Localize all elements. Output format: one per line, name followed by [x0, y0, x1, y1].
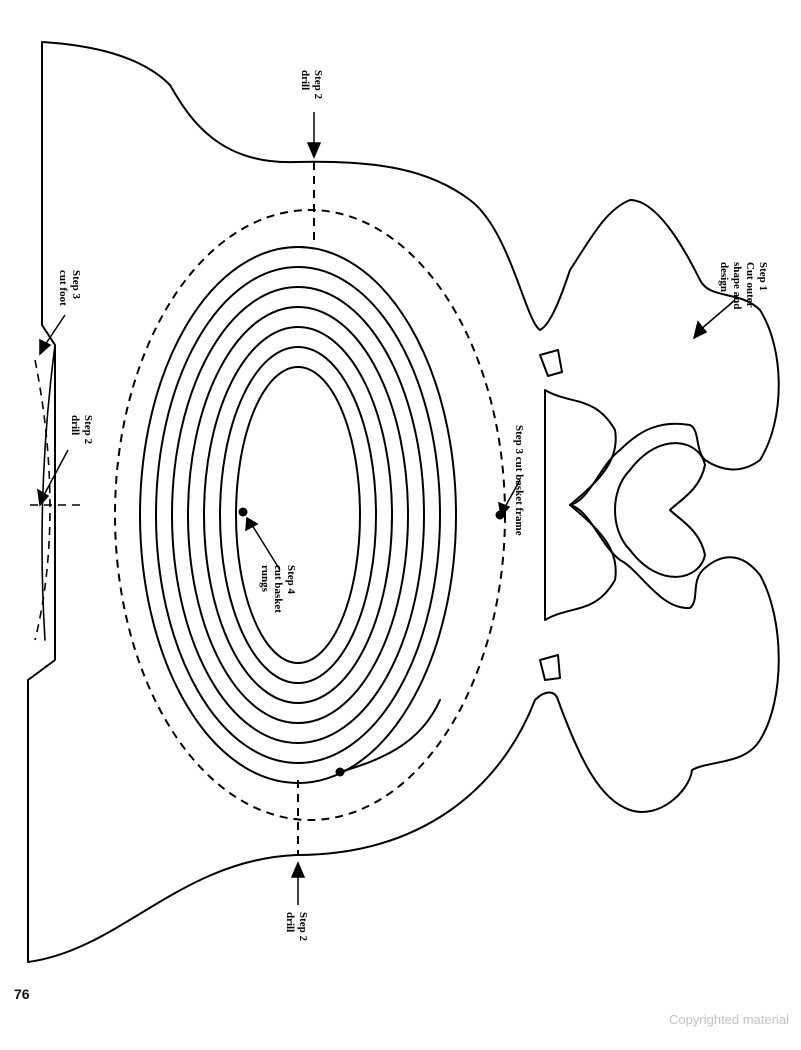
drill-point-tail: [335, 767, 345, 777]
basket-rung-3: [171, 286, 425, 744]
label-step4: Step 4 cut basket rungs: [259, 565, 297, 616]
foot-cut-line: [41, 344, 56, 641]
drill-point-center: [238, 507, 248, 517]
basket-frame-dashed: [114, 209, 506, 821]
basket-rung-4: [187, 306, 409, 724]
label-step3-foot: Step 3 cut foot: [57, 270, 82, 306]
label-step2-top: Step 2 drill: [299, 70, 324, 102]
page-number: 76: [14, 986, 30, 1002]
center-design-cut: [614, 442, 706, 578]
label-step2-bottom: Step 2 drill: [284, 912, 309, 944]
rung-tail-line: [339, 699, 441, 773]
label-step1: Step 1 Cut outer shape and design: [718, 262, 769, 312]
notch-upper: [539, 349, 563, 377]
label-step3-frame: Step 3 cut basket frame: [513, 425, 525, 536]
basket-rung-5: [203, 326, 393, 704]
basket-rung-7: [235, 366, 361, 664]
basket-rung-2: [155, 266, 441, 764]
basket-rung-6: [219, 346, 377, 684]
label-step2-left: Step 2 drill: [69, 415, 94, 447]
notch-lower: [539, 654, 561, 681]
heart-design-cut: [544, 389, 617, 621]
outer-shape-outline: [27, 41, 780, 963]
copyright-notice: Copyrighted material: [669, 1012, 789, 1027]
